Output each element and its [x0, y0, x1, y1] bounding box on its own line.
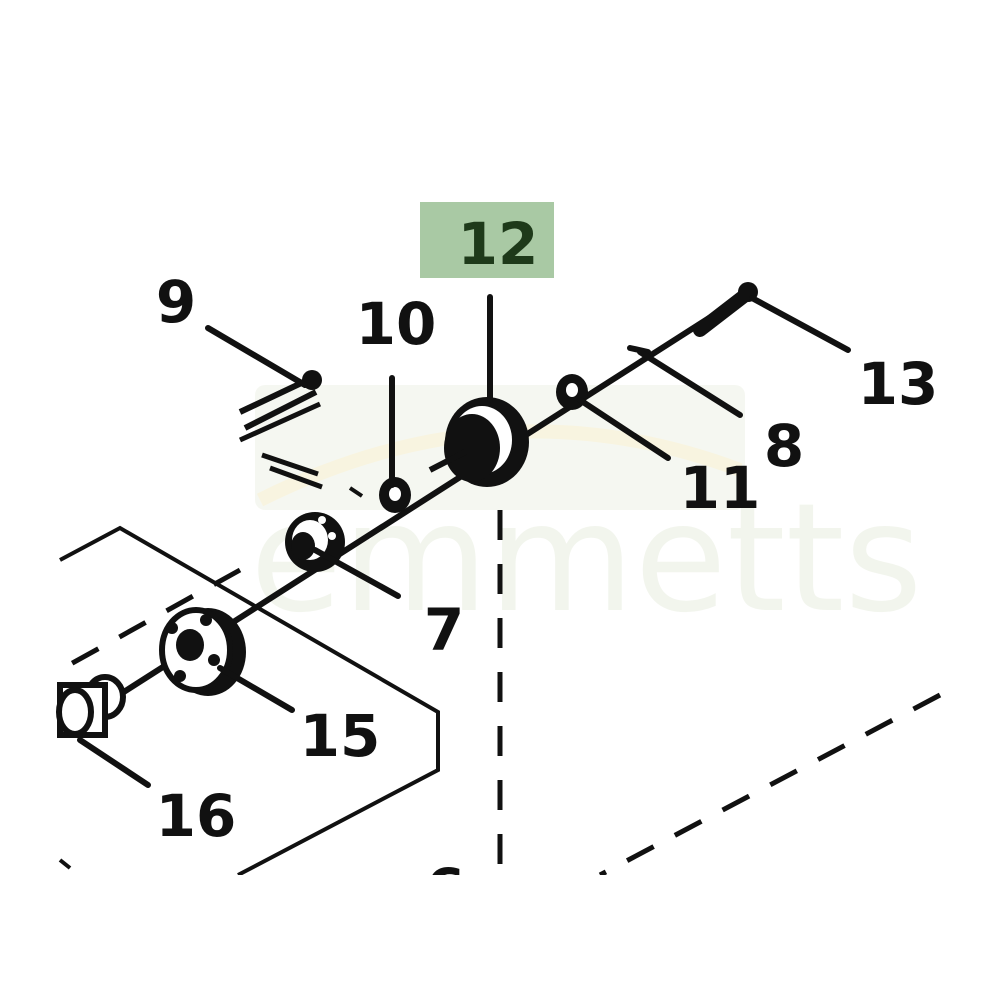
leader-16	[77, 737, 151, 788]
leader-8	[637, 349, 743, 418]
callout-9-label[interactable]: 9	[156, 268, 196, 336]
leader-lines	[77, 294, 851, 788]
part-9-pins	[238, 370, 323, 490]
callout-15-label[interactable]: 15	[300, 702, 381, 770]
watermark: emmetts	[250, 385, 923, 646]
callout-10-label[interactable]: 10	[356, 290, 437, 358]
bottom-margin	[0, 875, 1000, 1000]
part-15-gear	[159, 607, 246, 696]
diagonal-axis-line	[598, 692, 942, 878]
callout-11-label[interactable]: 11	[680, 454, 761, 522]
part-10-ring	[348, 477, 411, 513]
callout-12-highlight[interactable]: 12	[420, 202, 554, 278]
center-lines	[58, 510, 942, 878]
leader-7	[312, 547, 401, 599]
leader-11	[577, 397, 671, 461]
part-12-nut	[428, 397, 529, 487]
part-16-shaft-end	[56, 674, 126, 738]
callout-7-label[interactable]: 7	[424, 596, 464, 664]
callout-12-label: 12	[458, 210, 539, 278]
leader-15	[217, 665, 295, 713]
leader-13	[749, 295, 851, 353]
callout-13-label[interactable]: 13	[858, 350, 939, 418]
leader-9	[205, 325, 308, 388]
watermark-text: emmetts	[250, 472, 923, 646]
part-13-pin	[693, 282, 758, 337]
shaft-axis-line	[58, 567, 242, 673]
callout-6-label[interactable]: 6	[425, 856, 465, 924]
callout-8-label[interactable]: 8	[764, 412, 804, 480]
callout-16-label[interactable]: 16	[156, 782, 237, 850]
highlight-box	[420, 202, 554, 278]
housing-outline	[58, 525, 440, 877]
bottom-clip: 6	[425, 856, 465, 924]
